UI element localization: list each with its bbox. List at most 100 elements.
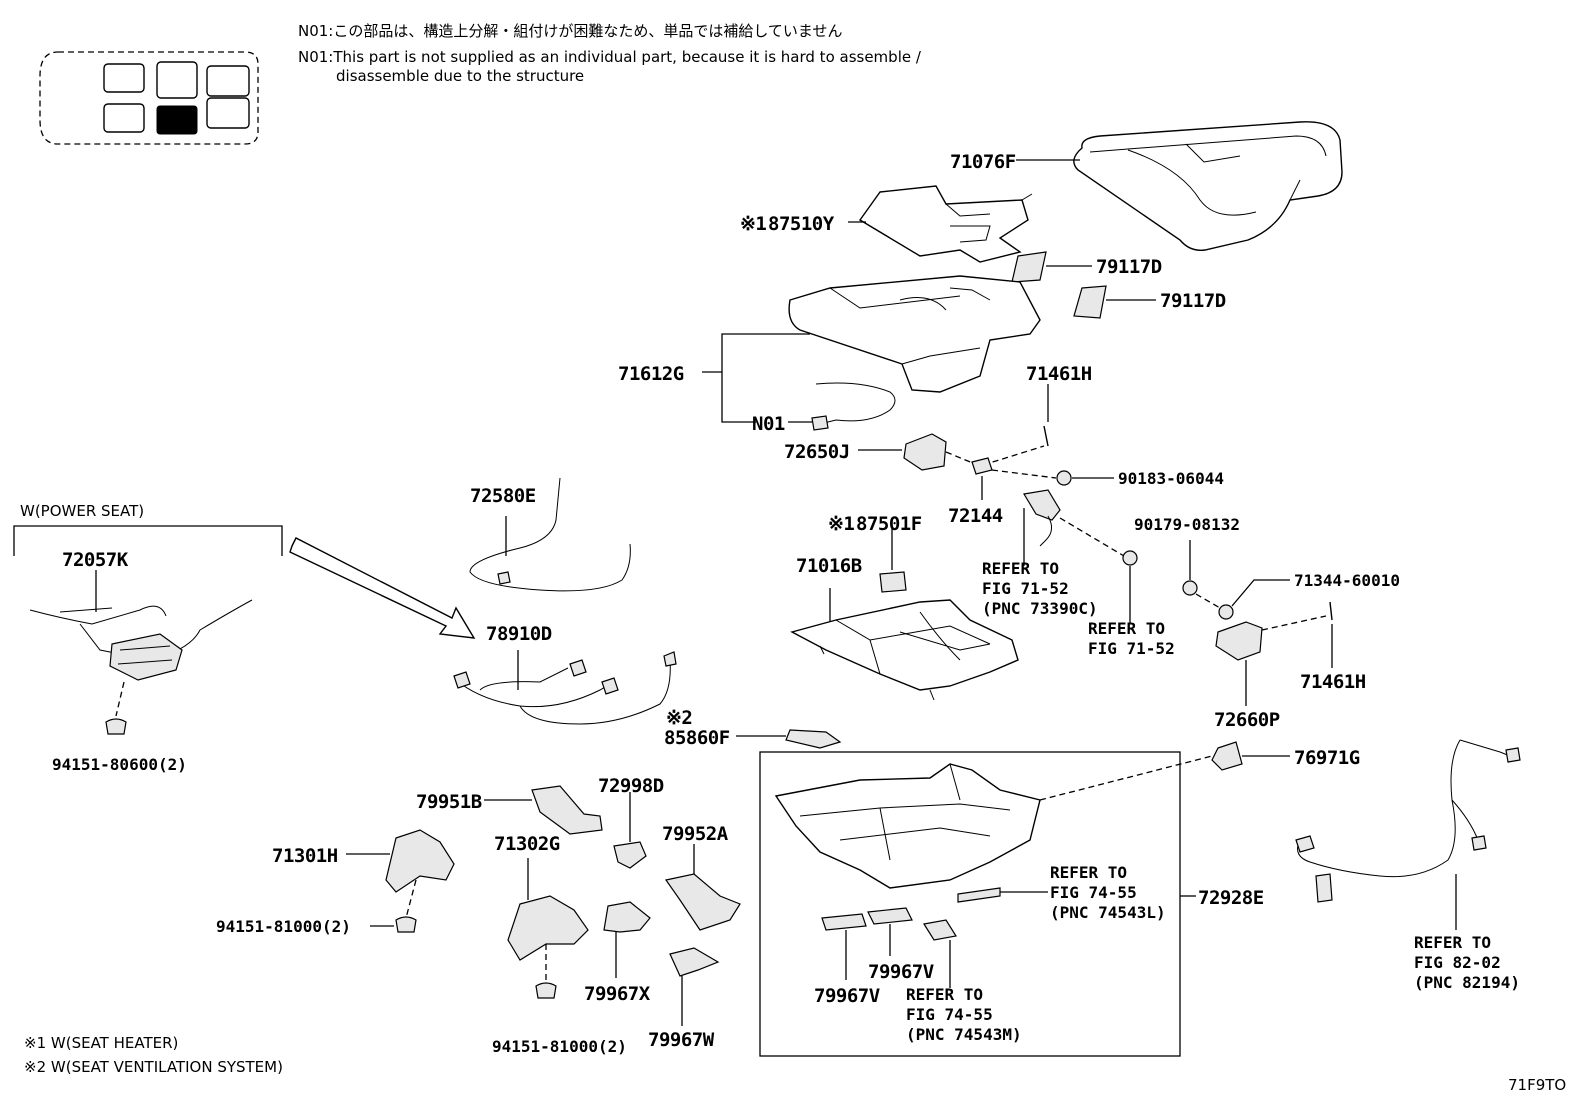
- bushing-71344: [1218, 604, 1234, 620]
- callout-79967V-a: 79967V: [814, 985, 880, 1007]
- callout-71461H-a: 71461H: [1026, 363, 1092, 385]
- callout-79967V-b: 79967V: [868, 961, 934, 983]
- refer4-line3: (PNC 74543M): [906, 1025, 1022, 1044]
- bracket-72650J: [903, 433, 947, 471]
- seat-cushion-frame-72928E: [774, 763, 1041, 889]
- callout-87510Y: 87510Y: [768, 213, 835, 235]
- release-cable-72580E: [469, 477, 631, 592]
- footnote-seat-ventilation: ※2 W(SEAT VENTILATION SYSTEM): [24, 1058, 283, 1076]
- callout-71461H-b: 71461H: [1300, 671, 1366, 693]
- callout-72928E: 72928E: [1198, 887, 1264, 909]
- spring-71461H-b: [1329, 601, 1333, 621]
- power-seat-motor-72057K: [29, 599, 253, 681]
- callout-72998D: 72998D: [598, 775, 664, 797]
- group-label-power-seat: W(POWER SEAT): [20, 502, 144, 520]
- callout-72660P: 72660P: [1214, 709, 1280, 731]
- clip-94151-80600: [105, 718, 127, 735]
- note-n01-ja: N01:この部品は、構造上分解・組付けが困難なため、単品では補給していません: [298, 22, 842, 40]
- callout-90183: 90183-06044: [1118, 469, 1224, 488]
- callout-71302G: 71302G: [494, 833, 560, 855]
- cover-71302G: [507, 895, 589, 961]
- footnote-seat-heater: ※1 W(SEAT HEATER): [24, 1034, 178, 1052]
- clip-94151-81000-a: [395, 916, 417, 933]
- refer4-line2: FIG 74-55: [906, 1005, 993, 1024]
- callout-85860F-prefix: ※2: [666, 707, 692, 729]
- cover-72998D: [613, 841, 647, 869]
- figure-code: 71F9TO: [1508, 1076, 1566, 1094]
- nut-90179: [1182, 580, 1198, 596]
- harness-73390C: [1023, 489, 1061, 547]
- callout-79967W: 79967W: [648, 1029, 715, 1051]
- callout-71076F: 71076F: [950, 151, 1016, 173]
- callout-71344: 71344-60010: [1294, 571, 1400, 590]
- refer3-line2: FIG 74-55: [1050, 883, 1137, 902]
- callout-72580E: 72580E: [470, 485, 536, 507]
- refer1-line1: REFER TO: [982, 559, 1059, 578]
- seat-cushion-pad: [788, 275, 1041, 393]
- nut-90183: [1056, 470, 1072, 486]
- pad-79967V-a: [821, 913, 867, 931]
- refer1-line3: (PNC 73390C): [982, 599, 1098, 618]
- note-n01-en-line2: disassemble due to the structure: [336, 67, 584, 85]
- seat-harness-78910D: [453, 651, 677, 725]
- callout-79951B: 79951B: [416, 791, 482, 813]
- cover-79967X: [603, 901, 651, 933]
- refer3-line3: (PNC 74543L): [1050, 903, 1166, 922]
- callout-71016B: 71016B: [796, 555, 862, 577]
- callout-87501F: 87501F: [856, 513, 922, 535]
- callout-79117D-a: 79117D: [1096, 256, 1162, 278]
- heater-87501F: [879, 571, 907, 593]
- spring-71461H-a: [1043, 425, 1049, 447]
- pad-79967V-b: [867, 907, 913, 925]
- occupant-sensor-wire: [811, 382, 896, 431]
- cover-79951B: [531, 785, 603, 835]
- selected-seat-marker: [156, 105, 198, 135]
- callout-72144: 72144: [948, 505, 1003, 527]
- nut-fig71-52: [1122, 550, 1138, 566]
- note-n01-en-line1: N01:This part is not supplied as an indi…: [298, 48, 922, 66]
- callout-N01: N01: [752, 413, 785, 435]
- callout-94151-81000-a: 94151-81000(2): [216, 917, 351, 936]
- seat-frame: [790, 599, 1019, 701]
- refer2-line1: REFER TO: [1088, 619, 1165, 638]
- seat-heater-mat: [858, 185, 1033, 263]
- ventilation-fan-85860F: [785, 729, 842, 749]
- cover-79952A: [664, 873, 741, 931]
- callout-72057K: 72057K: [62, 549, 129, 571]
- callout-79967X: 79967X: [584, 983, 651, 1005]
- callout-79117D-b: 79117D: [1160, 290, 1226, 312]
- sheet-74543M: [923, 919, 957, 941]
- callout-79952A: 79952A: [662, 823, 729, 845]
- refer2-line2: FIG 71-52: [1088, 639, 1175, 658]
- floor-harness-82194: [1295, 739, 1521, 903]
- assembly-arrow: [289, 537, 476, 639]
- bracket-72660P: [1215, 621, 1263, 661]
- callout-87501F-prefix: ※1: [828, 513, 854, 535]
- callout-94151-81000-b: 94151-81000(2): [492, 1037, 627, 1056]
- callout-71301H: 71301H: [272, 845, 338, 867]
- callout-71612G: 71612G: [618, 363, 684, 385]
- clip-94151-81000-b: [535, 982, 557, 999]
- callout-90179: 90179-08132: [1134, 515, 1240, 534]
- refer5-line2: FIG 82-02: [1414, 953, 1501, 972]
- callout-94151-80600: 94151-80600(2): [52, 755, 187, 774]
- callout-78910D: 78910D: [486, 623, 552, 645]
- seat-cushion-cover: [1073, 121, 1343, 251]
- refer5-line1: REFER TO: [1414, 933, 1491, 952]
- callout-76971G: 76971G: [1294, 747, 1360, 769]
- seat-location-indicator: [39, 51, 259, 145]
- callout-87510Y-prefix: ※1: [740, 213, 766, 235]
- callout-72650J: 72650J: [784, 441, 850, 463]
- cover-79967W: [669, 947, 720, 977]
- cover-71301H: [385, 829, 455, 893]
- cover-76971G: [1211, 741, 1243, 771]
- callout-85860F: 85860F: [664, 727, 730, 749]
- refer5-line3: (PNC 82194): [1414, 973, 1520, 992]
- clip-72144: [971, 457, 993, 475]
- refer1-line2: FIG 71-52: [982, 579, 1069, 598]
- pad-79117D-b: [1073, 285, 1107, 319]
- pad-79117D-a: [1011, 251, 1047, 283]
- strip-74543L: [957, 887, 1001, 903]
